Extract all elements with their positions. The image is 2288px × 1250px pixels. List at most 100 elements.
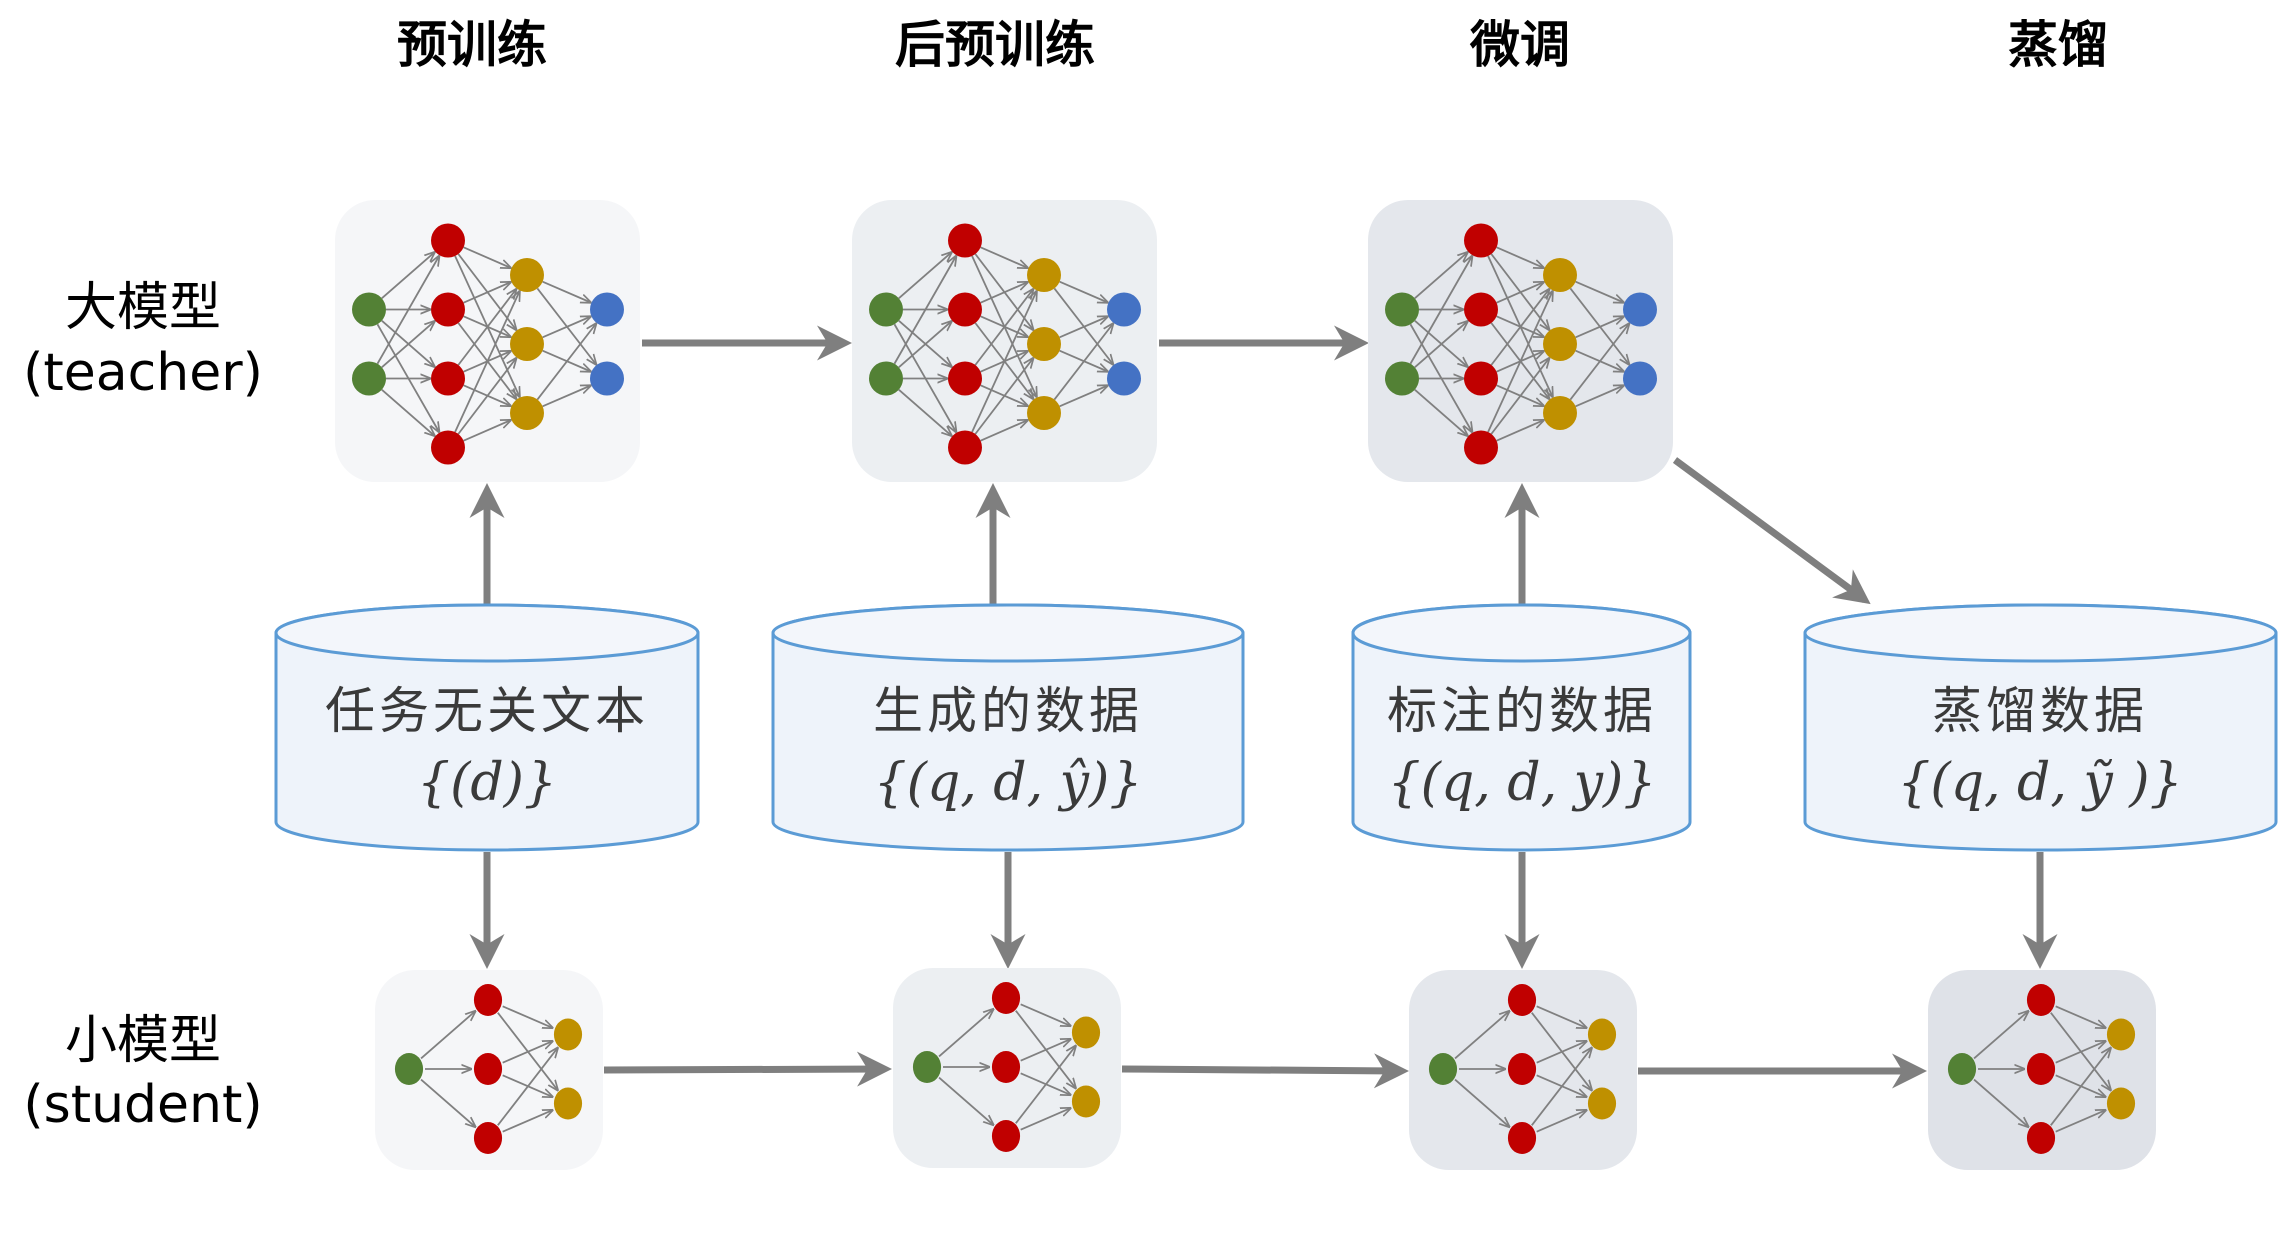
hidden2-node xyxy=(510,327,544,361)
hidden2-node xyxy=(1543,396,1577,430)
hidden1-node xyxy=(473,1053,503,1085)
input-node xyxy=(869,292,903,327)
arrow-teacher-to-distill-data xyxy=(1672,457,1871,605)
output-node xyxy=(590,361,624,396)
teacher-label-en: (teacher) xyxy=(23,343,263,403)
hidden1-node xyxy=(1507,984,1537,1016)
network-edge xyxy=(536,324,596,401)
network-edges xyxy=(420,1005,558,1133)
student-model-post-pretrain xyxy=(893,968,1121,1168)
input-node xyxy=(1947,1053,1977,1085)
network-edge xyxy=(542,317,591,339)
student-label-cn: 小模型 xyxy=(65,1011,221,1071)
network-edge xyxy=(971,291,1036,433)
output-node xyxy=(1107,361,1141,396)
network-edge xyxy=(898,389,952,436)
output-node xyxy=(590,292,624,327)
network-edges xyxy=(376,246,596,442)
input-node xyxy=(912,1051,942,1083)
network-edge xyxy=(542,386,591,408)
network-edge xyxy=(1020,1108,1071,1131)
hidden1-node xyxy=(1464,223,1498,258)
network-edge xyxy=(502,1041,553,1064)
datasets: 任务无关文本 {(d)} 生成的数据 {(q, d, ŷ)} 标注的数据 {(q… xyxy=(274,603,2278,852)
student-model-finetune xyxy=(1409,970,1637,1170)
hidden1-node xyxy=(431,430,465,465)
stage-title-distill: 蒸馏 xyxy=(2008,16,2108,74)
network-edge xyxy=(1575,317,1624,339)
hidden1-node xyxy=(991,1051,1021,1083)
network-edge xyxy=(463,420,511,442)
network-edge xyxy=(502,1110,553,1133)
cylinder-top xyxy=(274,603,700,663)
network-edge xyxy=(457,358,516,435)
row-labels: 大模型 (teacher) 小模型 (student) xyxy=(23,278,263,1135)
student-model-distill xyxy=(1928,970,2156,1170)
cylinder-top xyxy=(1803,603,2278,663)
teacher-model-finetune xyxy=(1368,200,1673,482)
hidden2-node xyxy=(1071,1016,1101,1049)
hidden1-node xyxy=(1507,1122,1537,1154)
network-edge xyxy=(1059,317,1108,339)
network-edge xyxy=(2055,1041,2106,1064)
network-edge xyxy=(1020,1039,1071,1062)
network-edge xyxy=(542,280,591,303)
hidden1-node xyxy=(2026,1122,2056,1154)
student-model-pretrain xyxy=(375,970,603,1170)
network-edges xyxy=(1973,1005,2111,1133)
network-edge xyxy=(1454,1011,1509,1060)
network-edge xyxy=(2055,1005,2106,1027)
hidden1-node xyxy=(431,223,465,258)
network-edge xyxy=(381,321,435,368)
network-edge xyxy=(457,289,516,366)
hidden2-node xyxy=(510,396,544,430)
network-edge xyxy=(376,256,439,365)
network-edge xyxy=(1020,1003,1071,1025)
input-node xyxy=(394,1053,424,1085)
teacher-models xyxy=(335,200,1673,482)
network-edge xyxy=(1454,1078,1509,1127)
dataset-formula: {(d)} xyxy=(417,753,557,813)
network-edge xyxy=(980,282,1028,304)
dataset-labeled-data: 标注的数据 {(q, d, y)} xyxy=(1351,603,1692,852)
hidden2-node xyxy=(1027,327,1061,361)
hidden2-node xyxy=(510,258,544,292)
dataset-title: 标注的数据 xyxy=(1387,682,1657,740)
model-box-background xyxy=(1368,200,1673,482)
dataset-task-agnostic-text: 任务无关文本 {(d)} xyxy=(274,603,700,852)
dataset-formula: {(q, d, ỹ )} xyxy=(1897,753,2182,813)
hidden1-node xyxy=(473,1122,503,1154)
cylinder-shape xyxy=(1351,603,1692,852)
cylinder-shape xyxy=(771,603,1245,852)
output-node xyxy=(1107,292,1141,327)
network-edge xyxy=(1496,420,1544,442)
network-edge xyxy=(1536,1110,1587,1133)
input-node xyxy=(869,361,903,396)
output-node xyxy=(1623,292,1657,327)
hidden1-node xyxy=(431,361,465,396)
model-box-background xyxy=(335,200,640,482)
network-edge xyxy=(1575,386,1624,408)
network-edge xyxy=(1496,282,1544,304)
hidden2-node xyxy=(1543,327,1577,361)
input-node xyxy=(1428,1053,1458,1085)
network-edge xyxy=(454,291,519,433)
hidden2-node xyxy=(553,1087,583,1120)
hidden2-node xyxy=(2106,1018,2136,1051)
network-edge xyxy=(1015,1046,1076,1124)
hidden1-node xyxy=(948,430,982,465)
dataset-title: 任务无关文本 xyxy=(325,682,649,740)
input-node xyxy=(1385,361,1419,396)
hidden1-node xyxy=(1507,1053,1537,1085)
network-edge xyxy=(420,1078,475,1127)
stage-titles: 预训练 后预训练 微调 蒸馏 xyxy=(397,16,2108,74)
hidden1-node xyxy=(473,984,503,1016)
hidden1-node xyxy=(2026,984,2056,1016)
network-edges xyxy=(1454,1005,1592,1133)
network-edge xyxy=(893,256,956,365)
stage-title-post-pretrain: 后预训练 xyxy=(895,16,1095,74)
network-edge xyxy=(938,1076,993,1125)
hidden1-node xyxy=(991,1120,1021,1152)
hidden1-node xyxy=(1464,430,1498,465)
